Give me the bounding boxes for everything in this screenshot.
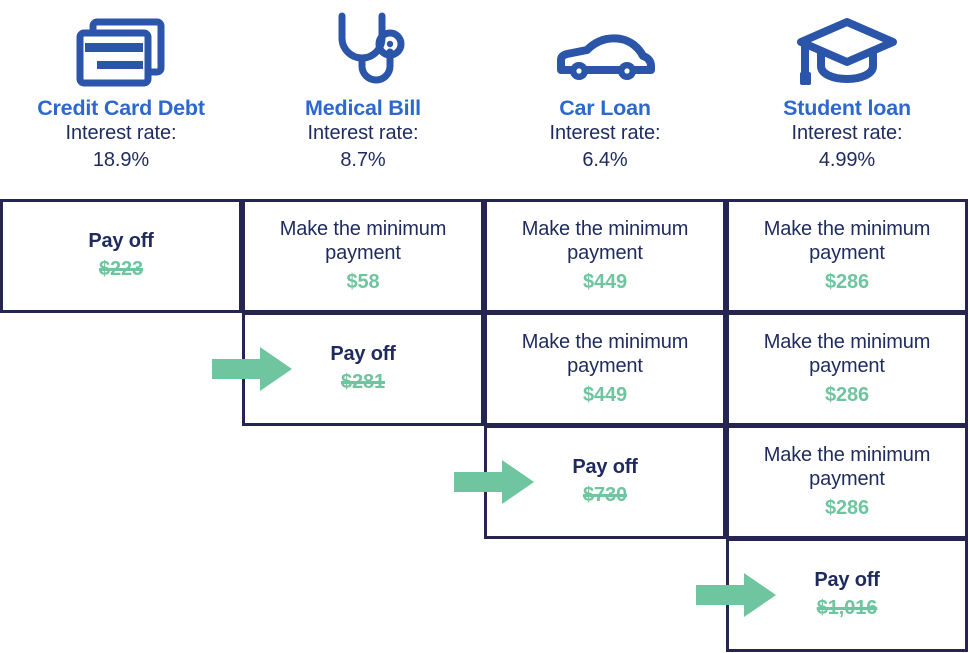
cell-action: Make the minimum payment [763,217,931,265]
plan-cell-r1c2: Make the minimum payment $58 [242,199,484,313]
debt-rate-label: Interest rate: [549,122,661,145]
cell-action: Make the minimum payment [763,330,931,378]
plan-cell-r1c3: Make the minimum payment $449 [484,199,726,313]
plan-cell-r2c4: Make the minimum payment $286 [726,312,968,426]
debt-header-car-loan: Car Loan Interest rate: 6.4% [484,0,726,199]
cell-action: Pay off [814,569,880,592]
debt-name: Credit Card Debt [37,96,205,120]
plan-cell-r3c4: Make the minimum payment $286 [726,425,968,539]
cell-amount: $281 [340,371,386,394]
plan-cell-r2c2: Pay off $281 [242,312,484,426]
debt-header-medical-bill: Medical Bill Interest rate: 8.7% [242,0,484,199]
debt-rate-label: Interest rate: [791,122,903,145]
cell-amount: $58 [346,270,380,293]
cell-action: Make the minimum payment [521,217,689,265]
cell-amount: $730 [582,484,628,507]
cell-amount: $286 [824,383,870,406]
cell-amount: $1,016 [816,597,878,620]
plan-cell-r1c1: Pay off $223 [0,199,242,313]
debt-name: Medical Bill [305,96,421,120]
debt-rate-value: 8.7% [340,149,386,172]
cell-amount: $449 [582,383,628,406]
cell-action: Make the minimum payment [763,443,931,491]
debt-header-student-loan: Student loan Interest rate: 4.99% [726,0,968,199]
debt-rate-label: Interest rate: [307,122,419,145]
cell-action: Make the minimum payment [521,330,689,378]
snowball-arrow-step-3 [454,458,534,506]
cell-action: Pay off [88,230,154,253]
cell-amount: $449 [582,270,628,293]
payment-plan-grid: Pay off $223 Make the minimum payment $5… [0,199,970,653]
plan-cell-r2c3: Make the minimum payment $449 [484,312,726,426]
debt-name: Car Loan [559,96,651,120]
debt-name: Student loan [783,96,911,120]
cell-action: Make the minimum payment [279,217,447,265]
debt-header-credit-card-debt: Credit Card Debt Interest rate: 18.9% [0,0,242,199]
snowball-arrow-step-4 [696,571,776,619]
snowball-arrow-step-2 [212,345,292,393]
plan-cell-r1c4: Make the minimum payment $286 [726,199,968,313]
cell-amount: $223 [98,258,144,281]
debt-rate-value: 4.99% [818,149,876,172]
debt-rate-value: 6.4% [582,149,628,172]
debt-header-row: Credit Card Debt Interest rate: 18.9% Me… [0,0,970,199]
cell-amount: $286 [824,496,870,519]
debt-rate-value: 18.9% [92,149,150,172]
stethoscope-icon [317,0,409,92]
car-icon [553,0,657,92]
credit-cards-icon [75,0,167,92]
cell-action: Pay off [572,456,638,479]
graduation-cap-icon [795,0,899,92]
cell-action: Pay off [330,343,396,366]
debt-rate-label: Interest rate: [65,122,177,145]
cell-amount: $286 [824,270,870,293]
